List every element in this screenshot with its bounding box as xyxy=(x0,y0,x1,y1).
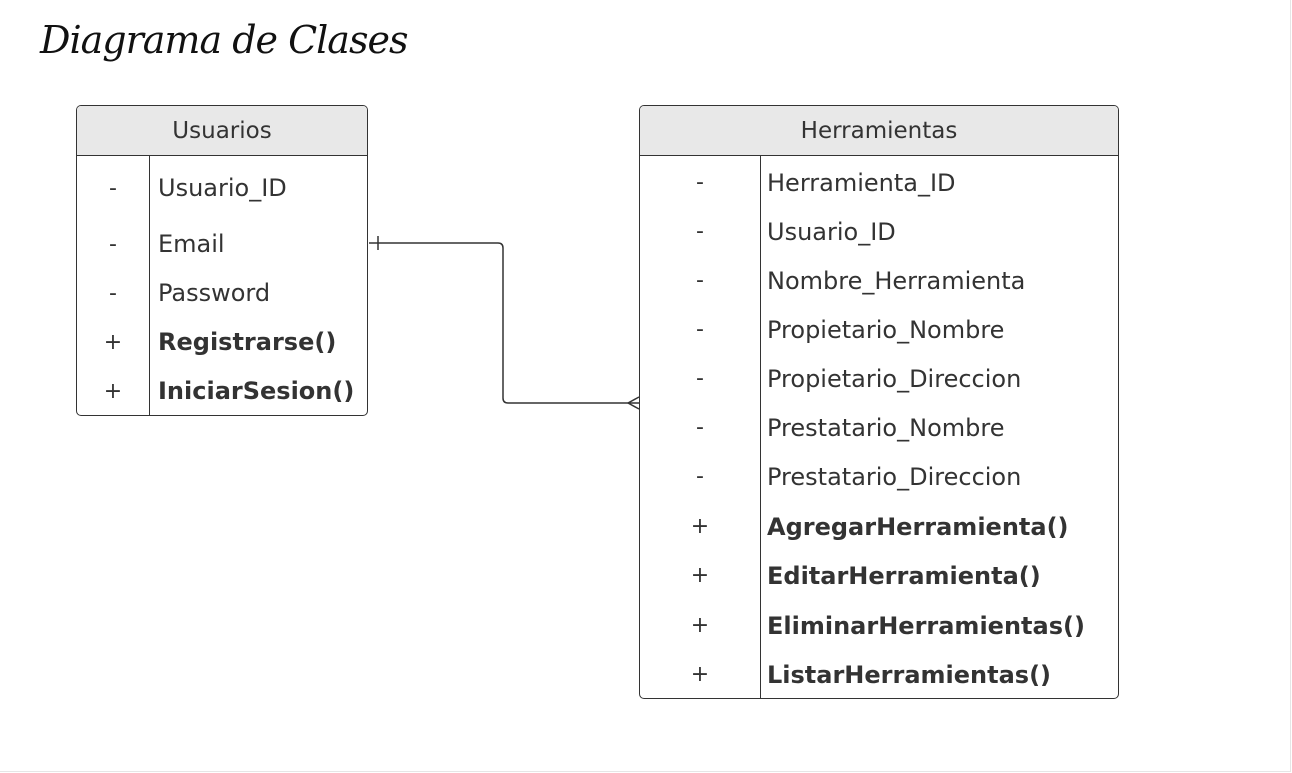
attribute-name: Nombre_Herramienta xyxy=(767,266,1026,295)
class-header-usuarios: Usuarios xyxy=(77,106,367,156)
method-name: IniciarSesion() xyxy=(158,377,355,405)
connector-line xyxy=(369,242,639,404)
many-cardinality-crowfoot xyxy=(627,396,640,410)
attribute-name: Usuario_ID xyxy=(767,217,896,246)
attribute-name: Email xyxy=(158,230,225,258)
method-name: ListarHerramientas() xyxy=(767,660,1052,689)
class-body-herramientas: - Herramienta_ID - Usuario_ID - Nombre_H… xyxy=(640,156,1118,698)
member-row: - Propietario_Nombre xyxy=(640,305,1118,354)
member-row: - Prestatario_Nombre xyxy=(640,403,1118,452)
visibility-marker: - xyxy=(696,464,704,489)
class-herramientas[interactable]: Herramientas - Herramienta_ID - Usuario_… xyxy=(639,105,1119,699)
class-body-usuarios: - Usuario_ID - Email - Password + Regist… xyxy=(77,156,367,415)
visibility-marker: + xyxy=(103,378,123,404)
class-usuarios[interactable]: Usuarios - Usuario_ID - Email - Password… xyxy=(76,105,368,416)
attribute-name: Propietario_Direccion xyxy=(767,364,1022,393)
visibility-marker: + xyxy=(690,563,710,588)
visibility-marker: - xyxy=(696,415,704,440)
method-name: Registrarse() xyxy=(158,328,337,356)
visibility-marker: - xyxy=(109,280,117,306)
class-header-herramientas: Herramientas xyxy=(640,106,1118,156)
visibility-divider xyxy=(760,156,761,698)
attribute-name: Herramienta_ID xyxy=(767,168,956,197)
attribute-name: Usuario_ID xyxy=(158,174,287,202)
visibility-marker: + xyxy=(690,514,710,539)
member-row: - Prestatario_Direccion xyxy=(640,452,1118,501)
member-row: - Nombre_Herramienta xyxy=(640,256,1118,305)
attribute-name: Prestatario_Direccion xyxy=(767,462,1022,491)
member-row: + ListarHerramientas() xyxy=(640,650,1118,698)
visibility-marker: - xyxy=(109,175,117,201)
visibility-divider xyxy=(149,156,150,415)
visibility-marker: + xyxy=(690,662,710,687)
member-row: - Usuario_ID xyxy=(77,162,367,214)
method-name: AgregarHerramienta() xyxy=(767,512,1069,541)
visibility-marker: - xyxy=(696,317,704,342)
member-row: + AgregarHerramienta() xyxy=(640,502,1118,551)
member-row: - Usuario_ID xyxy=(640,207,1118,256)
visibility-marker: - xyxy=(696,366,704,391)
member-row: + Registrarse() xyxy=(77,317,367,367)
diagram-title: Diagrama de Clases xyxy=(40,18,408,62)
visibility-marker: - xyxy=(696,219,704,244)
member-row: - Email xyxy=(77,219,367,269)
member-row: + IniciarSesion() xyxy=(77,366,367,415)
member-row: - Password xyxy=(77,268,367,318)
attribute-name: Prestatario_Nombre xyxy=(767,413,1005,442)
visibility-marker: - xyxy=(696,268,704,293)
visibility-marker: + xyxy=(690,613,710,638)
member-row: + EditarHerramienta() xyxy=(640,551,1118,600)
method-name: EliminarHerramientas() xyxy=(767,611,1085,640)
visibility-marker: - xyxy=(109,231,117,257)
attribute-name: Propietario_Nombre xyxy=(767,315,1005,344)
method-name: EditarHerramienta() xyxy=(767,561,1041,590)
member-row: - Herramienta_ID xyxy=(640,158,1118,207)
attribute-name: Password xyxy=(158,279,271,307)
member-row: + EliminarHerramientas() xyxy=(640,601,1118,650)
visibility-marker: - xyxy=(696,170,704,195)
member-row: - Propietario_Direccion xyxy=(640,354,1118,403)
visibility-marker: + xyxy=(103,329,123,355)
